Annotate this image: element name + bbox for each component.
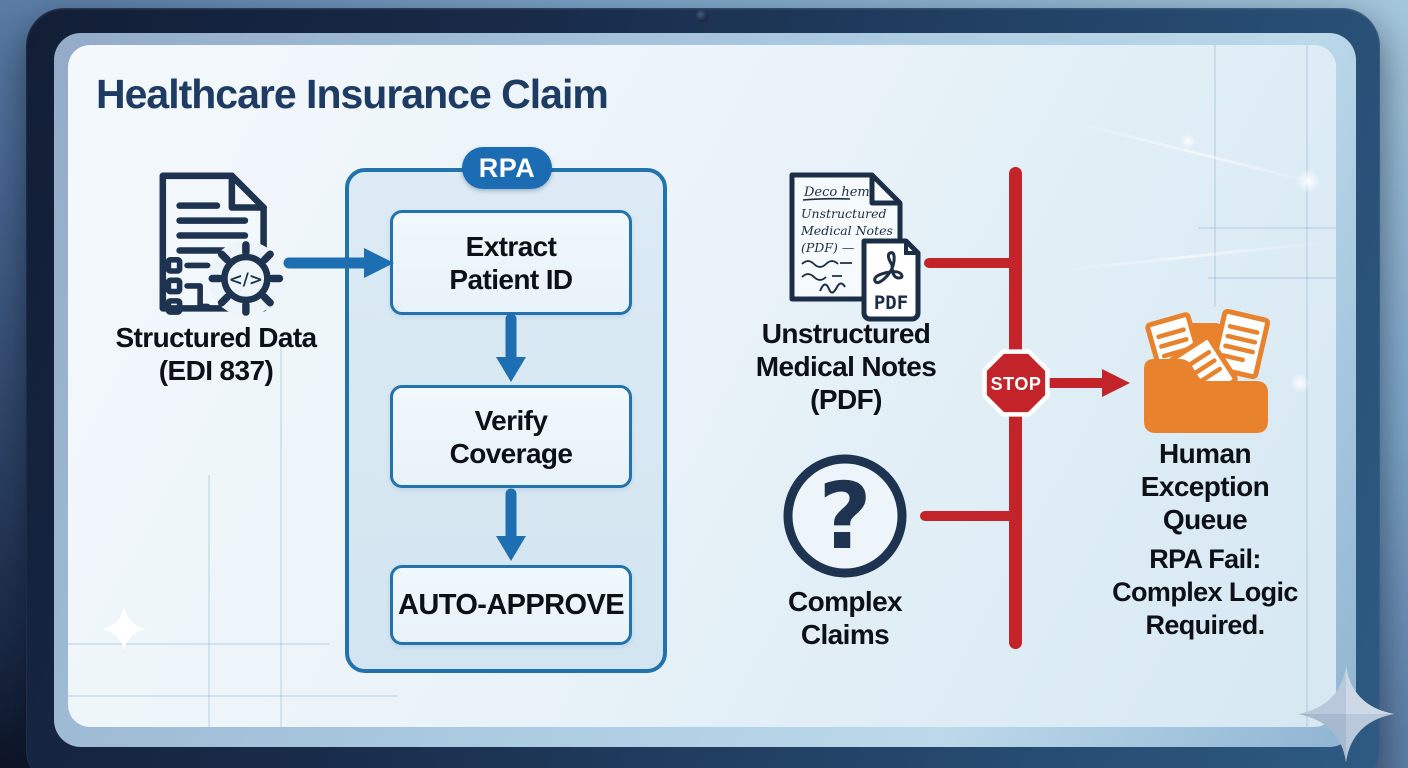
grid-line [1198, 227, 1336, 229]
stop-sign-icon: STOP [982, 349, 1050, 417]
star-sparkle [102, 607, 146, 651]
rpa-badge: RPA [462, 147, 552, 189]
structured-data-label: Structured Data (EDI 837) [115, 322, 317, 386]
step-verify-coverage: Verify Coverage [390, 385, 632, 488]
pdf-file-icon: PDF [861, 238, 921, 322]
grid-line [1214, 45, 1216, 307]
glow-dot [1290, 373, 1310, 393]
stop-label: STOP [991, 374, 1042, 394]
escalation-arrow-icon [1043, 369, 1130, 397]
human-queue-folder-icon [1144, 308, 1271, 433]
page-title: Healthcare Insurance Claim [96, 71, 609, 117]
grid-line [280, 345, 282, 727]
grid-line [208, 475, 210, 727]
glow-dot [1332, 53, 1336, 71]
handwriting-heading: Deco hem [803, 185, 870, 200]
human-queue-label: Human Exception Queue [1140, 438, 1270, 535]
handwriting-line: Medical Notes [800, 223, 893, 238]
structured-data-icon: </> [159, 172, 284, 316]
webcam-dot [696, 10, 708, 22]
red-connector-notes [924, 258, 1020, 268]
question-glyph: ? [818, 463, 871, 570]
complex-claims-icon: ? [783, 454, 907, 578]
unstructured-notes-label: Unstructured Medical Notes (PDF) [755, 318, 937, 415]
red-connector-claims [920, 511, 1020, 521]
glow-dot [1296, 169, 1320, 193]
light-streak [1048, 239, 1336, 274]
down-arrow-icon [496, 313, 526, 382]
complex-claims-label: Complex Claims [787, 586, 903, 650]
code-glyph: </> [229, 269, 263, 289]
handwriting-line: (PDF) — [801, 240, 855, 255]
grid-line [68, 643, 330, 645]
rpa-fail-note: RPA Fail: Complex Logic Required. [1112, 544, 1298, 640]
down-arrow-icon [496, 488, 526, 561]
pdf-badge-label: PDF [874, 292, 908, 314]
step-extract-patient-id: Extract Patient ID [390, 210, 632, 315]
handwriting-line: Unstructured [801, 206, 887, 221]
flow-arrow-icon [283, 248, 394, 278]
step-auto-approve: AUTO-APPROVE [390, 565, 632, 645]
light-streak [1071, 120, 1333, 189]
grid-line [1208, 277, 1336, 279]
unstructured-notes-icon: Deco hem Unstructured Medical Notes (PDF… [789, 172, 921, 322]
glow-dot [1180, 133, 1196, 149]
grid-line [68, 695, 398, 697]
corner-sparkle-icon [1298, 666, 1394, 762]
screen: Healthcare Insurance Claim </> Structure… [68, 45, 1336, 727]
